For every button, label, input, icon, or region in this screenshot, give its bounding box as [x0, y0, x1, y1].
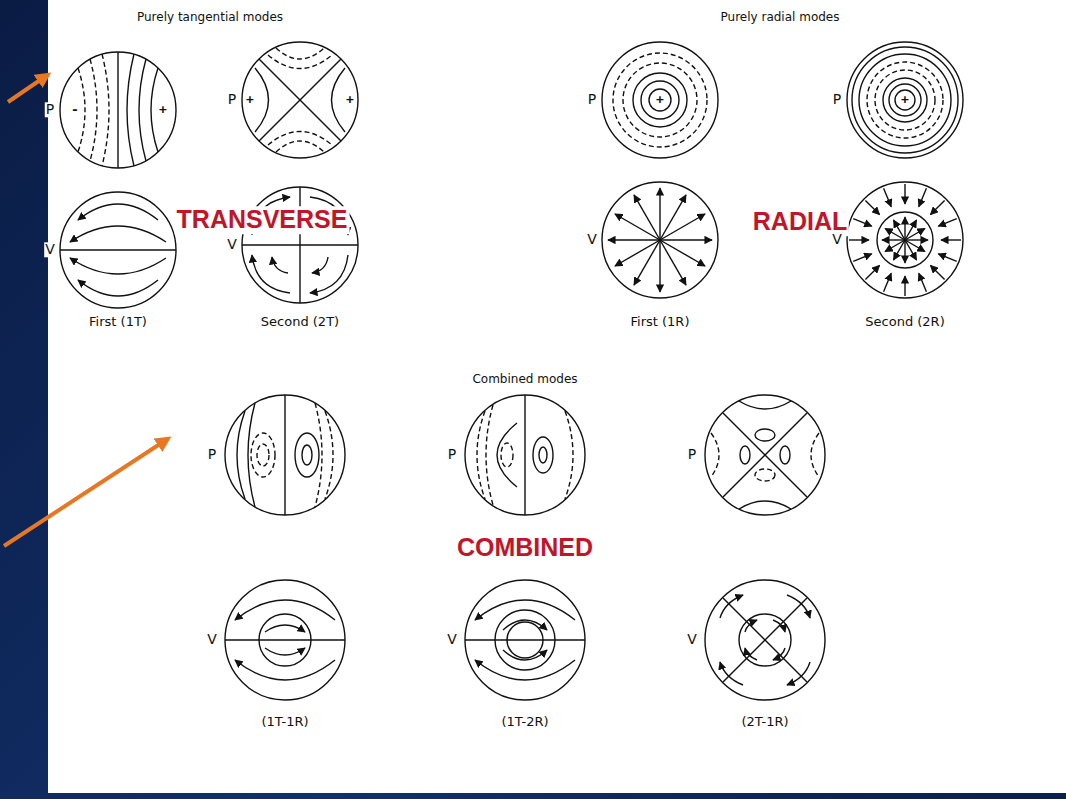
pressure-tag: P — [687, 447, 697, 462]
velocity-tag: V — [586, 232, 598, 247]
mode-2t-velocity — [242, 187, 358, 303]
mode-2t1r-velocity — [705, 580, 825, 700]
pressure-tag: P — [45, 102, 55, 117]
pressure-tag: P — [447, 447, 457, 462]
mode-2r-velocity — [847, 182, 963, 298]
sign-mark: - — [71, 103, 79, 117]
category-label: COMBINED — [455, 534, 595, 562]
mode-1t2r-velocity — [465, 580, 585, 700]
pressure-tag: P — [227, 92, 237, 107]
velocity-tag: V — [206, 632, 218, 647]
sign-mark: + — [346, 93, 354, 107]
mode-2t1r-pressure — [705, 395, 825, 515]
mode-2r-pressure — [847, 42, 963, 158]
mode-1t-pressure — [60, 52, 176, 168]
sign-mark: + — [656, 93, 664, 107]
mode-1r-pressure — [602, 42, 718, 158]
mode-1t1r-velocity — [225, 580, 345, 700]
mode-caption: Second (2T) — [261, 315, 339, 329]
mode-2t-pressure — [242, 42, 358, 158]
pressure-tag: P — [207, 447, 217, 462]
mode-caption: Second (2R) — [865, 315, 944, 329]
pointer-arrows — [4, 76, 166, 546]
section-heading: Combined modes — [472, 373, 577, 386]
sign-mark: + — [159, 103, 167, 117]
section-heading: Purely tangential modes — [137, 11, 283, 24]
mode-caption: (1T-2R) — [501, 715, 548, 729]
pressure-tag: P — [832, 92, 842, 107]
mode-caption: (2T-1R) — [741, 715, 788, 729]
velocity-tag: V — [446, 632, 458, 647]
category-label: TRANSVERSE — [175, 206, 350, 234]
mode-caption: First (1T) — [89, 315, 147, 329]
sign-mark: + — [246, 93, 254, 107]
pressure-tag: P — [587, 92, 597, 107]
section-heading: Purely radial modes — [721, 11, 840, 24]
mode-1r-velocity — [602, 182, 718, 298]
sign-mark: + — [901, 93, 909, 107]
mode-1t2r-pressure — [465, 395, 585, 515]
velocity-tag: V — [44, 242, 56, 257]
velocity-tag: V — [686, 632, 698, 647]
velocity-tag: V — [226, 237, 238, 252]
velocity-tag: V — [831, 232, 843, 247]
mode-caption: First (1R) — [631, 315, 690, 329]
mode-1t1r-pressure — [225, 395, 345, 515]
white-panel — [48, 0, 1066, 793]
mode-1t-velocity — [60, 192, 176, 308]
mode-caption: (1T-1R) — [261, 715, 308, 729]
